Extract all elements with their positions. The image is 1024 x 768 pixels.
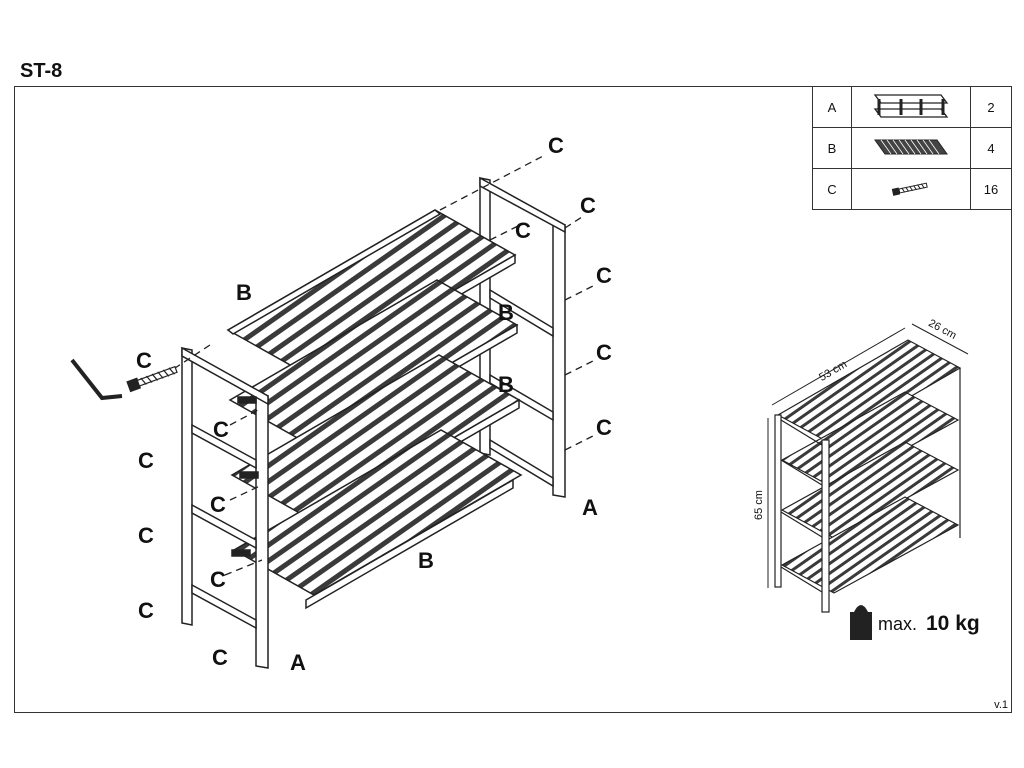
callout-a: A — [290, 650, 306, 675]
callout-b: B — [418, 548, 434, 573]
exploded-shelf-unit — [70, 154, 596, 669]
callout-a: A — [582, 495, 598, 520]
callout-b: B — [236, 280, 252, 305]
callout-c: C — [210, 492, 226, 517]
dimension-height: 65 cm — [753, 490, 765, 520]
parts-row-b: B 4 — [812, 127, 1012, 169]
dimension-depth: 26 cm — [926, 317, 958, 342]
screw-icon — [126, 365, 178, 393]
callout-c: C — [138, 448, 154, 473]
callout-b: B — [498, 372, 514, 397]
assembly-callouts: C C C C C C C C C C C C C C B B B B A A — [136, 133, 612, 675]
callout-c: C — [136, 348, 152, 373]
part-label: B — [812, 127, 852, 169]
assembled-shelf-unit — [774, 339, 962, 613]
weight-icon — [850, 605, 872, 640]
callout-c: C — [596, 415, 612, 440]
screw-icon — [851, 168, 971, 210]
assembly-guides — [174, 154, 596, 576]
side-frame-front — [181, 346, 269, 669]
parts-table: A 2 B — [812, 86, 1012, 210]
max-load-prefix: max. — [878, 614, 917, 634]
callout-c: C — [548, 133, 564, 158]
version-label: v.1 — [994, 699, 1008, 711]
part-qty: 2 — [970, 86, 1012, 128]
dimension-lines — [767, 323, 969, 588]
max-load-value: 10 kg — [926, 612, 980, 635]
callout-c: C — [596, 340, 612, 365]
callout-c: C — [138, 523, 154, 548]
diagram-frame — [14, 86, 1012, 713]
callout-c: C — [138, 598, 154, 623]
callout-c: C — [596, 263, 612, 288]
shelf-dowels — [231, 396, 259, 557]
callout-c: C — [212, 645, 228, 670]
callout-c: C — [213, 417, 229, 442]
callout-c: C — [580, 193, 596, 218]
callout-b: B — [498, 300, 514, 325]
part-qty: 16 — [970, 168, 1012, 210]
parts-row-c: C 16 — [812, 168, 1012, 210]
part-label: C — [812, 168, 852, 210]
side-frame-back — [479, 176, 566, 498]
hex-key-icon — [70, 358, 123, 401]
callout-c: C — [515, 218, 531, 243]
callout-c: C — [210, 567, 226, 592]
slatted-shelf-icon — [851, 127, 971, 169]
model-title: ST-8 — [20, 60, 63, 82]
shelf-board-4 — [232, 429, 523, 610]
